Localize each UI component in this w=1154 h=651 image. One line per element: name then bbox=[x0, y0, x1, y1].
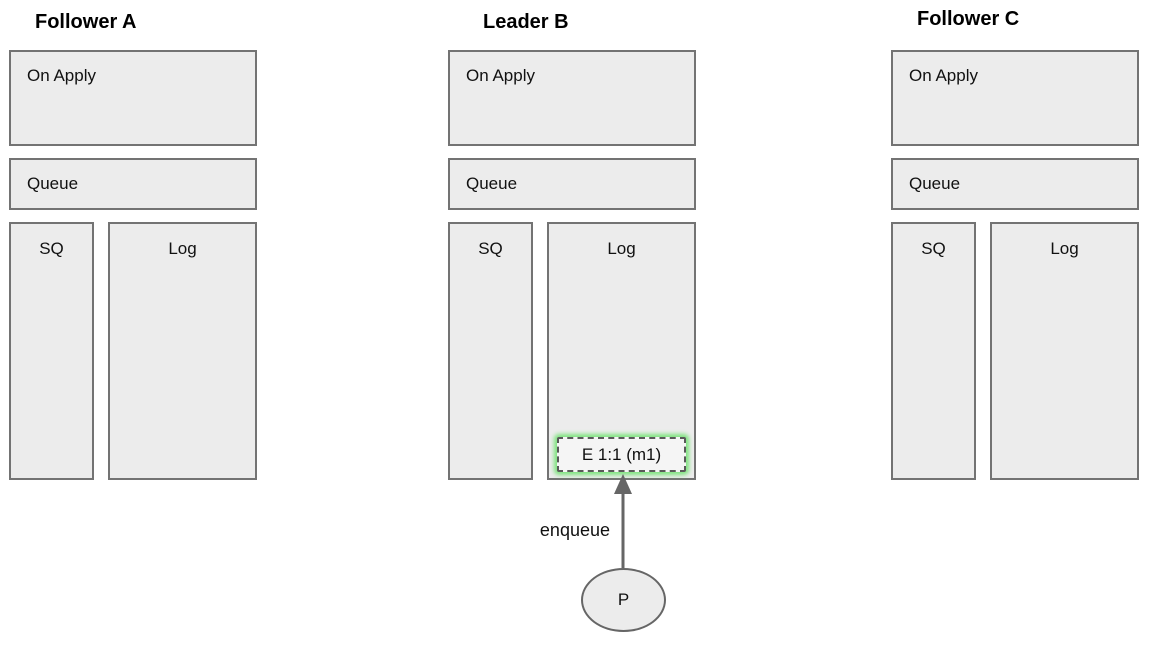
producer-label: P bbox=[617, 590, 630, 609]
sq-box-leader-b: SQ bbox=[448, 222, 533, 480]
node-title-follower-a: Follower A bbox=[35, 11, 137, 33]
log-box-follower-c: Log bbox=[990, 222, 1139, 480]
queue-box-follower-a: Queue bbox=[9, 158, 257, 210]
queue-label: Queue bbox=[27, 174, 79, 193]
queue-box-leader-b: Queue bbox=[448, 158, 696, 210]
log-label: Log bbox=[1050, 239, 1079, 258]
sq-label: SQ bbox=[921, 239, 946, 258]
producer-node: P bbox=[581, 568, 666, 632]
on-apply-box-follower-a: On Apply bbox=[9, 50, 257, 146]
on-apply-box-leader-b: On Apply bbox=[448, 50, 696, 146]
node-leader-b: Leader B On Apply Queue SQ Log E 1:1 (m1… bbox=[448, 0, 696, 651]
queue-box-follower-c: Queue bbox=[891, 158, 1139, 210]
log-label: Log bbox=[607, 239, 636, 258]
sq-box-follower-c: SQ bbox=[891, 222, 976, 480]
node-follower-c: Follower C On Apply Queue SQ Log bbox=[891, 0, 1139, 651]
on-apply-label: On Apply bbox=[466, 66, 535, 85]
enqueue-arrow bbox=[614, 474, 632, 568]
node-title-leader-b: Leader B bbox=[483, 11, 569, 33]
log-label: Log bbox=[168, 239, 197, 258]
on-apply-box-follower-c: On Apply bbox=[891, 50, 1139, 146]
sq-box-follower-a: SQ bbox=[9, 222, 94, 480]
queue-label: Queue bbox=[466, 174, 518, 193]
queue-label: Queue bbox=[909, 174, 961, 193]
log-box-follower-a: Log bbox=[108, 222, 257, 480]
log-box-leader-b: Log E 1:1 (m1) bbox=[547, 222, 696, 480]
node-follower-a: Follower A On Apply Queue SQ Log bbox=[9, 0, 257, 651]
sq-label: SQ bbox=[39, 239, 64, 258]
node-title-follower-c: Follower C bbox=[917, 8, 1020, 30]
sq-label: SQ bbox=[478, 239, 503, 258]
arrowhead-up-icon bbox=[614, 474, 632, 494]
log-entry-highlighted: E 1:1 (m1) bbox=[557, 437, 686, 472]
enqueue-label: enqueue bbox=[539, 520, 610, 540]
on-apply-label: On Apply bbox=[27, 66, 96, 85]
on-apply-label: On Apply bbox=[909, 66, 978, 85]
